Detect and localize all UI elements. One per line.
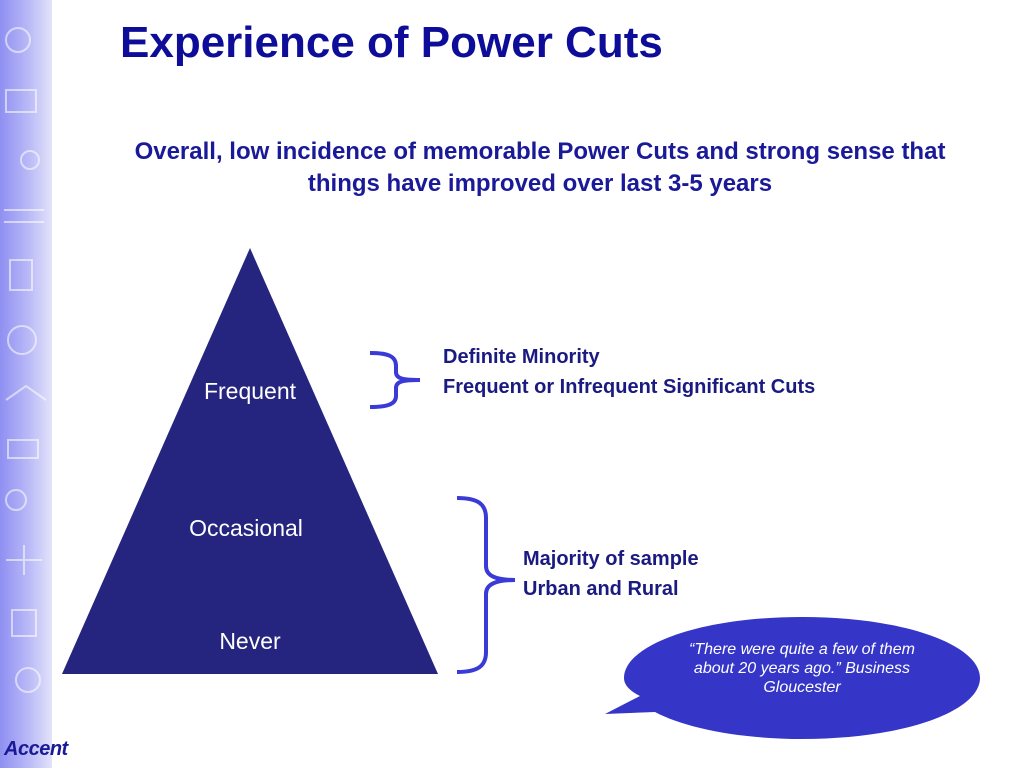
majority-group-detail: Urban and Rural (523, 578, 679, 600)
majority-group-text: Majority of sample Urban and Rural (523, 544, 699, 604)
minority-group-text: Definite Minority Frequent or Infrequent… (443, 342, 815, 402)
slide-title: Experience of Power Cuts (120, 18, 663, 67)
pyramid-tier-occasional: Occasional (189, 515, 303, 541)
side-decoration-strip (0, 0, 52, 768)
accent-logo: Accent (4, 738, 68, 760)
quote-text: “There were quite a few of them about 20… (689, 641, 915, 696)
minority-group-detail: Frequent or Infrequent Significant Cuts (443, 376, 816, 398)
pyramid-tier-never: Never (219, 628, 281, 654)
majority-bracket-icon (456, 496, 516, 674)
quote-bubble (605, 617, 980, 739)
slide-subtitle: Overall, low incidence of memorable Powe… (134, 138, 946, 197)
pyramid-shape (62, 248, 438, 674)
majority-group-heading: Majority of sample (523, 548, 699, 570)
pyramid-tier-frequent: Frequent (203, 378, 297, 404)
minority-bracket-icon (369, 351, 421, 409)
minority-group-heading: Definite Minority (443, 346, 600, 368)
